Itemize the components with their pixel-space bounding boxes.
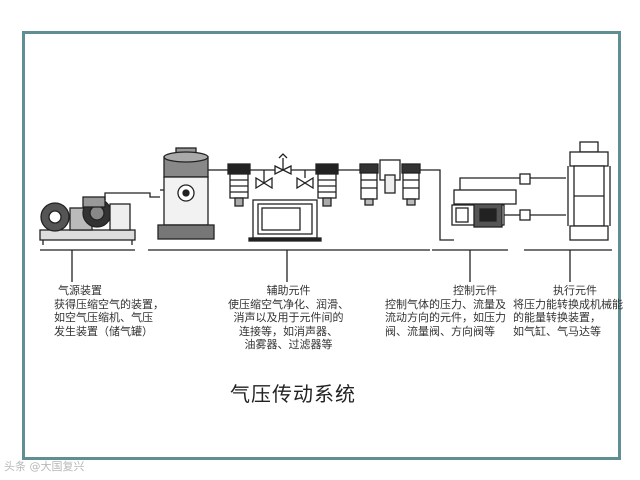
directional-valve-icon: [451, 189, 520, 228]
control-line-2: 流动方向的元件，如压力: [385, 311, 506, 324]
frl-unit-icon: [359, 159, 421, 206]
diagram-title: 气压传动系统: [230, 382, 356, 406]
actuator-line-1: 将压力能转换成机械能: [513, 297, 623, 311]
shutoff-valve-icon: [274, 153, 292, 176]
control-bracket: [432, 249, 508, 282]
source-line-2: 如空气压缩机、气压: [54, 311, 153, 324]
filter-icon: [315, 163, 339, 207]
check-valve-icon: [296, 170, 314, 190]
cylinder-icon: [567, 141, 611, 241]
source-label: 气源装置 获得压缩空气的装置， 如空气压缩机、气压 发生装置（储气罐）: [54, 284, 164, 338]
auxiliary-heading: 辅助元件: [266, 284, 311, 297]
source-line-1: 获得压缩空气的装置，: [54, 297, 164, 311]
watermark: 头条 @大国复兴: [4, 460, 85, 473]
source-line-3: 发生装置（储气罐）: [54, 324, 153, 338]
auxiliary-label: 辅助元件 使压缩空气净化、润滑、 消声以及用于元件间的 连接等，如消声器、 油雾…: [228, 284, 349, 352]
valve-icon: [255, 170, 273, 190]
flow-control-icon: [519, 173, 531, 221]
auxiliary-bracket: [148, 249, 430, 282]
auxiliary-line-1: 使压缩空气净化、润滑、: [228, 297, 349, 311]
actuator-bracket: [524, 249, 612, 282]
actuator-label: 执行元件 将压力能转换成机械能 的能量转换装置， 如气缸、气马达等: [513, 284, 623, 338]
diagram-frame: [22, 31, 621, 460]
auxiliary-line-4: 油雾器、过滤器等: [244, 338, 333, 351]
control-line-1: 控制气体的压力、流量及: [385, 297, 506, 311]
control-line-3: 阀、流量阀、方向阀等: [385, 324, 495, 338]
control-label: 控制元件 控制气体的压力、流量及 流动方向的元件，如压力 阀、流量阀、方向阀等: [385, 284, 506, 338]
source-heading: 气源装置: [58, 284, 102, 297]
auxiliary-line-2: 消声以及用于元件间的: [233, 311, 344, 324]
actuator-line-2: 的能量转换装置，: [513, 311, 601, 324]
control-heading: 控制元件: [453, 284, 497, 297]
source-bracket: [40, 249, 135, 282]
dryer-icon: [248, 199, 322, 242]
filter-icon: [227, 163, 251, 207]
air-tank-icon: [157, 147, 218, 240]
actuator-line-3: 如气缸、气马达等: [513, 324, 601, 338]
air-compressor-icon: [39, 196, 136, 245]
actuator-heading: 执行元件: [553, 284, 597, 297]
auxiliary-line-3: 连接等，如消声器、: [239, 324, 338, 338]
